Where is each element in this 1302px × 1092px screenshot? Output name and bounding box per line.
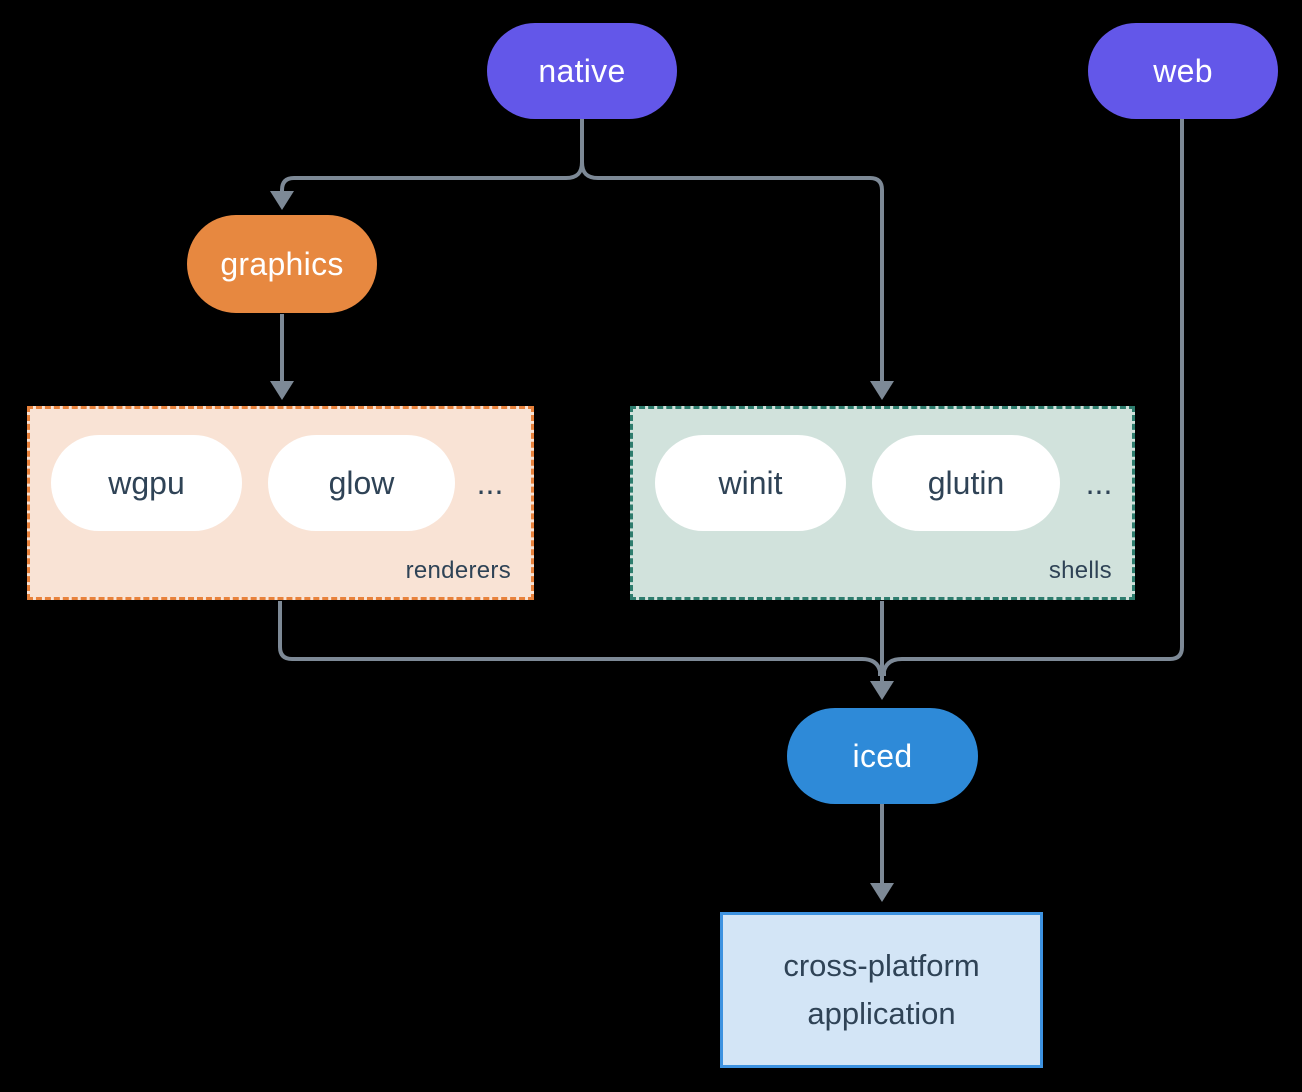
node-glutin: glutin	[872, 435, 1060, 531]
node-native: native	[487, 23, 677, 119]
node-web: web	[1088, 23, 1278, 119]
application-label-line-1: cross-platform	[783, 948, 980, 983]
arrowhead-application	[870, 883, 894, 902]
group-shells: winit glutin ... shells	[630, 406, 1135, 600]
node-native-label: native	[538, 52, 626, 89]
shells-ellipsis: ...	[1085, 464, 1113, 501]
node-iced-label: iced	[852, 737, 913, 774]
application-label-line-2: application	[807, 996, 956, 1031]
node-graphics-label: graphics	[220, 245, 344, 282]
node-wgpu: wgpu	[51, 435, 242, 531]
node-glow: glow	[268, 435, 455, 531]
connector-native-to-shells	[580, 161, 884, 382]
arrowhead-iced	[870, 681, 894, 700]
arrowhead-renderers	[270, 381, 294, 400]
arrowhead-shells	[870, 381, 894, 400]
renderers-ellipsis: ...	[476, 464, 504, 501]
shells-group-label: shells	[1048, 557, 1112, 584]
connector-web-to-iced	[882, 119, 1184, 676]
node-winit: winit	[655, 435, 846, 531]
connector-renderers-to-iced	[278, 601, 882, 676]
node-glow-label: glow	[328, 464, 395, 501]
node-winit-label: winit	[718, 464, 783, 501]
node-glutin-label: glutin	[927, 464, 1005, 501]
renderers-group-label: renderers	[405, 557, 511, 584]
node-wgpu-label: wgpu	[108, 464, 185, 501]
arrowhead-graphics	[270, 191, 294, 210]
node-iced: iced	[787, 708, 978, 804]
node-graphics: graphics	[187, 215, 377, 313]
group-renderers: wgpu glow ... renderers	[27, 406, 534, 600]
connector-native-to-graphics	[280, 161, 584, 192]
node-web-label: web	[1153, 52, 1213, 89]
node-cross-platform-application: cross-platform application	[720, 912, 1043, 1068]
